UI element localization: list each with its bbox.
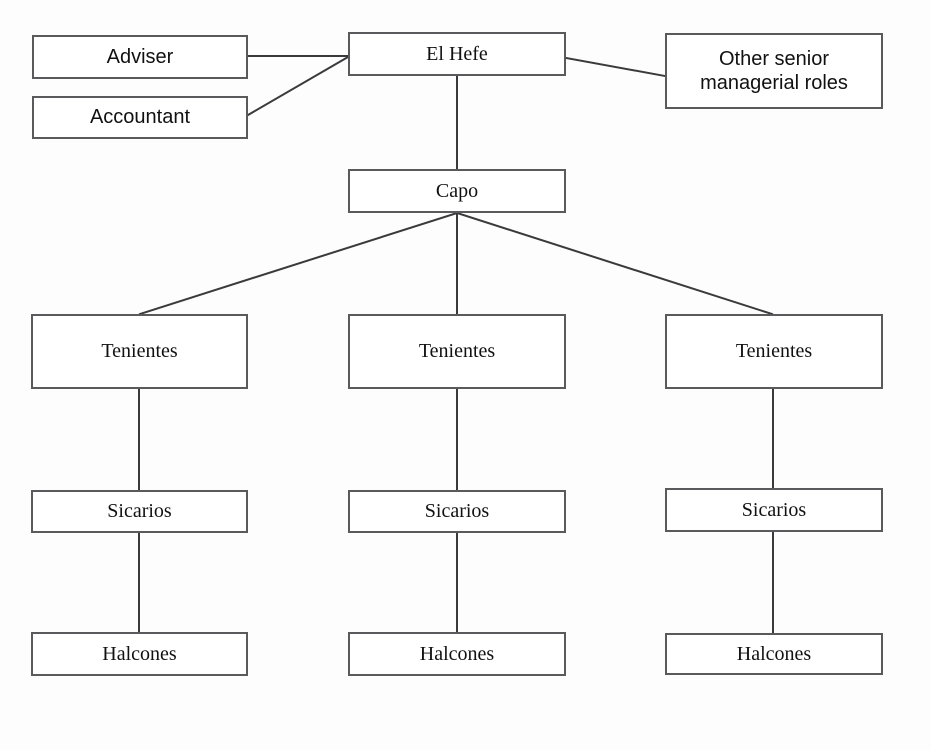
node-label-el-hefe: El Hefe (426, 42, 488, 65)
node-label-tenientes-center: Tenientes (418, 340, 496, 363)
node-tenientes-center[interactable]: Tenientes (348, 314, 566, 389)
connector-capo-to-tenientes-left (138, 211, 459, 316)
node-adviser[interactable]: Adviser (32, 35, 248, 79)
connector-el-hefe-to-other-senior (564, 56, 667, 78)
node-capo[interactable]: Capo (348, 169, 566, 213)
node-label-sicarios-left: Sicarios (107, 500, 172, 523)
node-sicarios-right[interactable]: Sicarios (665, 488, 883, 532)
node-label-sicarios-center: Sicarios (424, 500, 490, 523)
node-label-halcones-left: Halcones (102, 642, 177, 665)
node-tenientes-right[interactable]: Tenientes (665, 314, 883, 389)
connector-capo-to-tenientes-right (455, 211, 774, 316)
node-el-hefe[interactable]: El Hefe (348, 32, 566, 76)
node-label-halcones-center: Halcones (419, 642, 495, 665)
node-tenientes-left[interactable]: Tenientes (31, 314, 248, 389)
connector-accountant-to-el-hefe (246, 55, 350, 117)
node-label-capo: Capo (435, 179, 479, 202)
node-label-sicarios-right: Sicarios (741, 498, 807, 521)
node-accountant[interactable]: Accountant (32, 96, 248, 139)
node-halcones-left[interactable]: Halcones (31, 632, 248, 676)
node-label-tenientes-right: Tenientes (735, 340, 813, 363)
node-label-other-senior-managerial-roles: Other senior managerial roles (700, 47, 848, 94)
node-sicarios-left[interactable]: Sicarios (31, 490, 248, 533)
node-label-halcones-right: Halcones (736, 642, 812, 665)
node-other-senior-managerial-roles[interactable]: Other senior managerial roles (665, 33, 883, 109)
node-halcones-right[interactable]: Halcones (665, 633, 883, 675)
node-label-tenientes-left: Tenientes (101, 340, 178, 363)
node-label-accountant: Accountant (89, 106, 191, 129)
node-halcones-center[interactable]: Halcones (348, 632, 566, 676)
node-sicarios-center[interactable]: Sicarios (348, 490, 566, 533)
node-label-adviser: Adviser (106, 45, 174, 68)
